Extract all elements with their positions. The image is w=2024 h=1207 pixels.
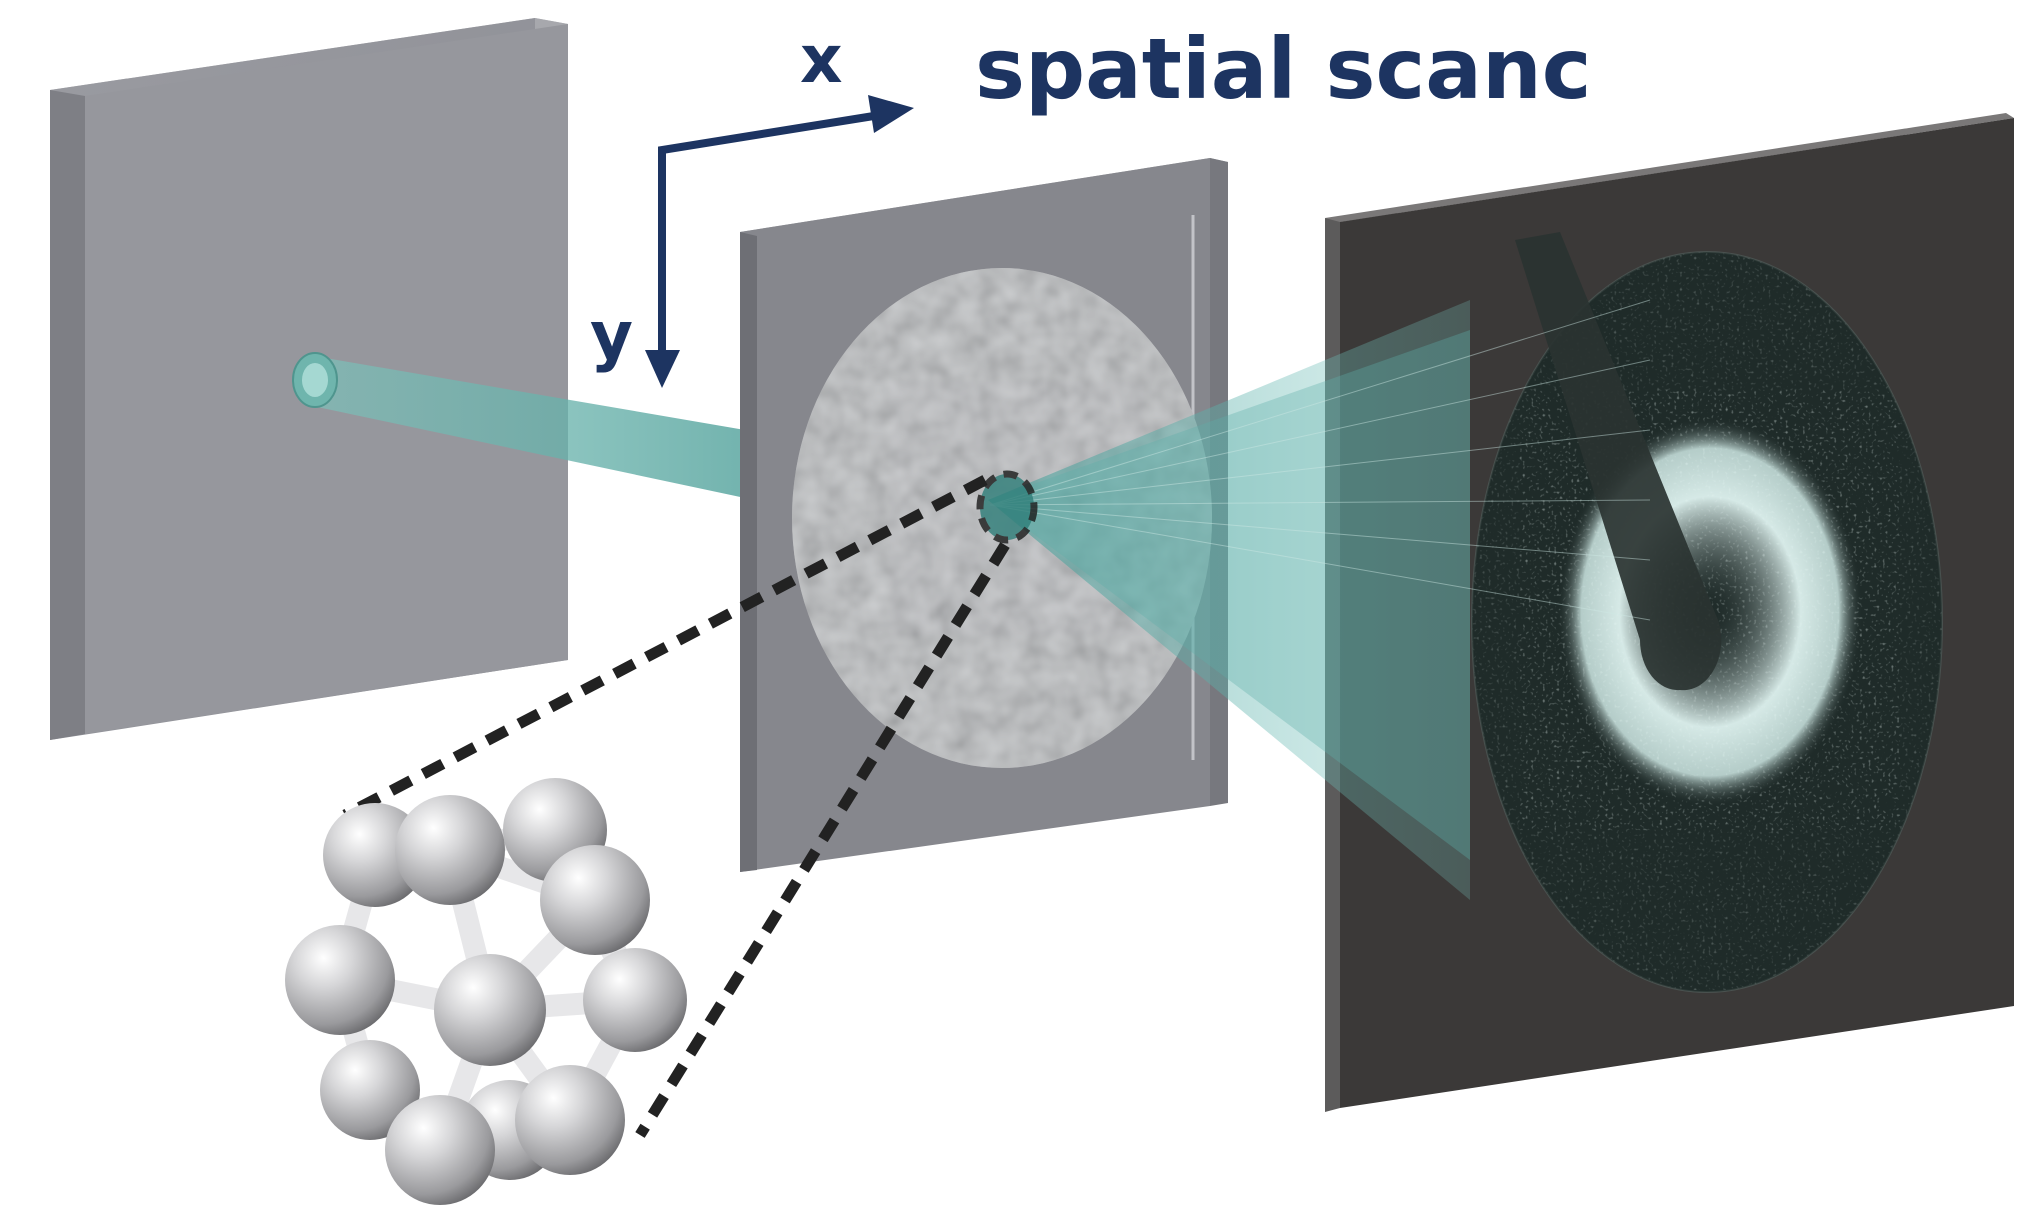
arrow-right-icon <box>868 95 914 133</box>
diffraction-cone <box>988 299 1651 900</box>
axis-x-label: x <box>800 21 843 98</box>
zoom-lines <box>342 475 1010 1138</box>
page-title: spatial scanc <box>975 20 1592 118</box>
axis-y-label: y <box>590 297 633 374</box>
detector-screen <box>1325 113 2014 1112</box>
atom-cluster <box>285 778 687 1205</box>
arrow-down-icon <box>645 350 680 388</box>
incident-beam <box>292 352 745 498</box>
scan-axes <box>645 95 914 388</box>
probe-spot <box>976 470 1038 544</box>
